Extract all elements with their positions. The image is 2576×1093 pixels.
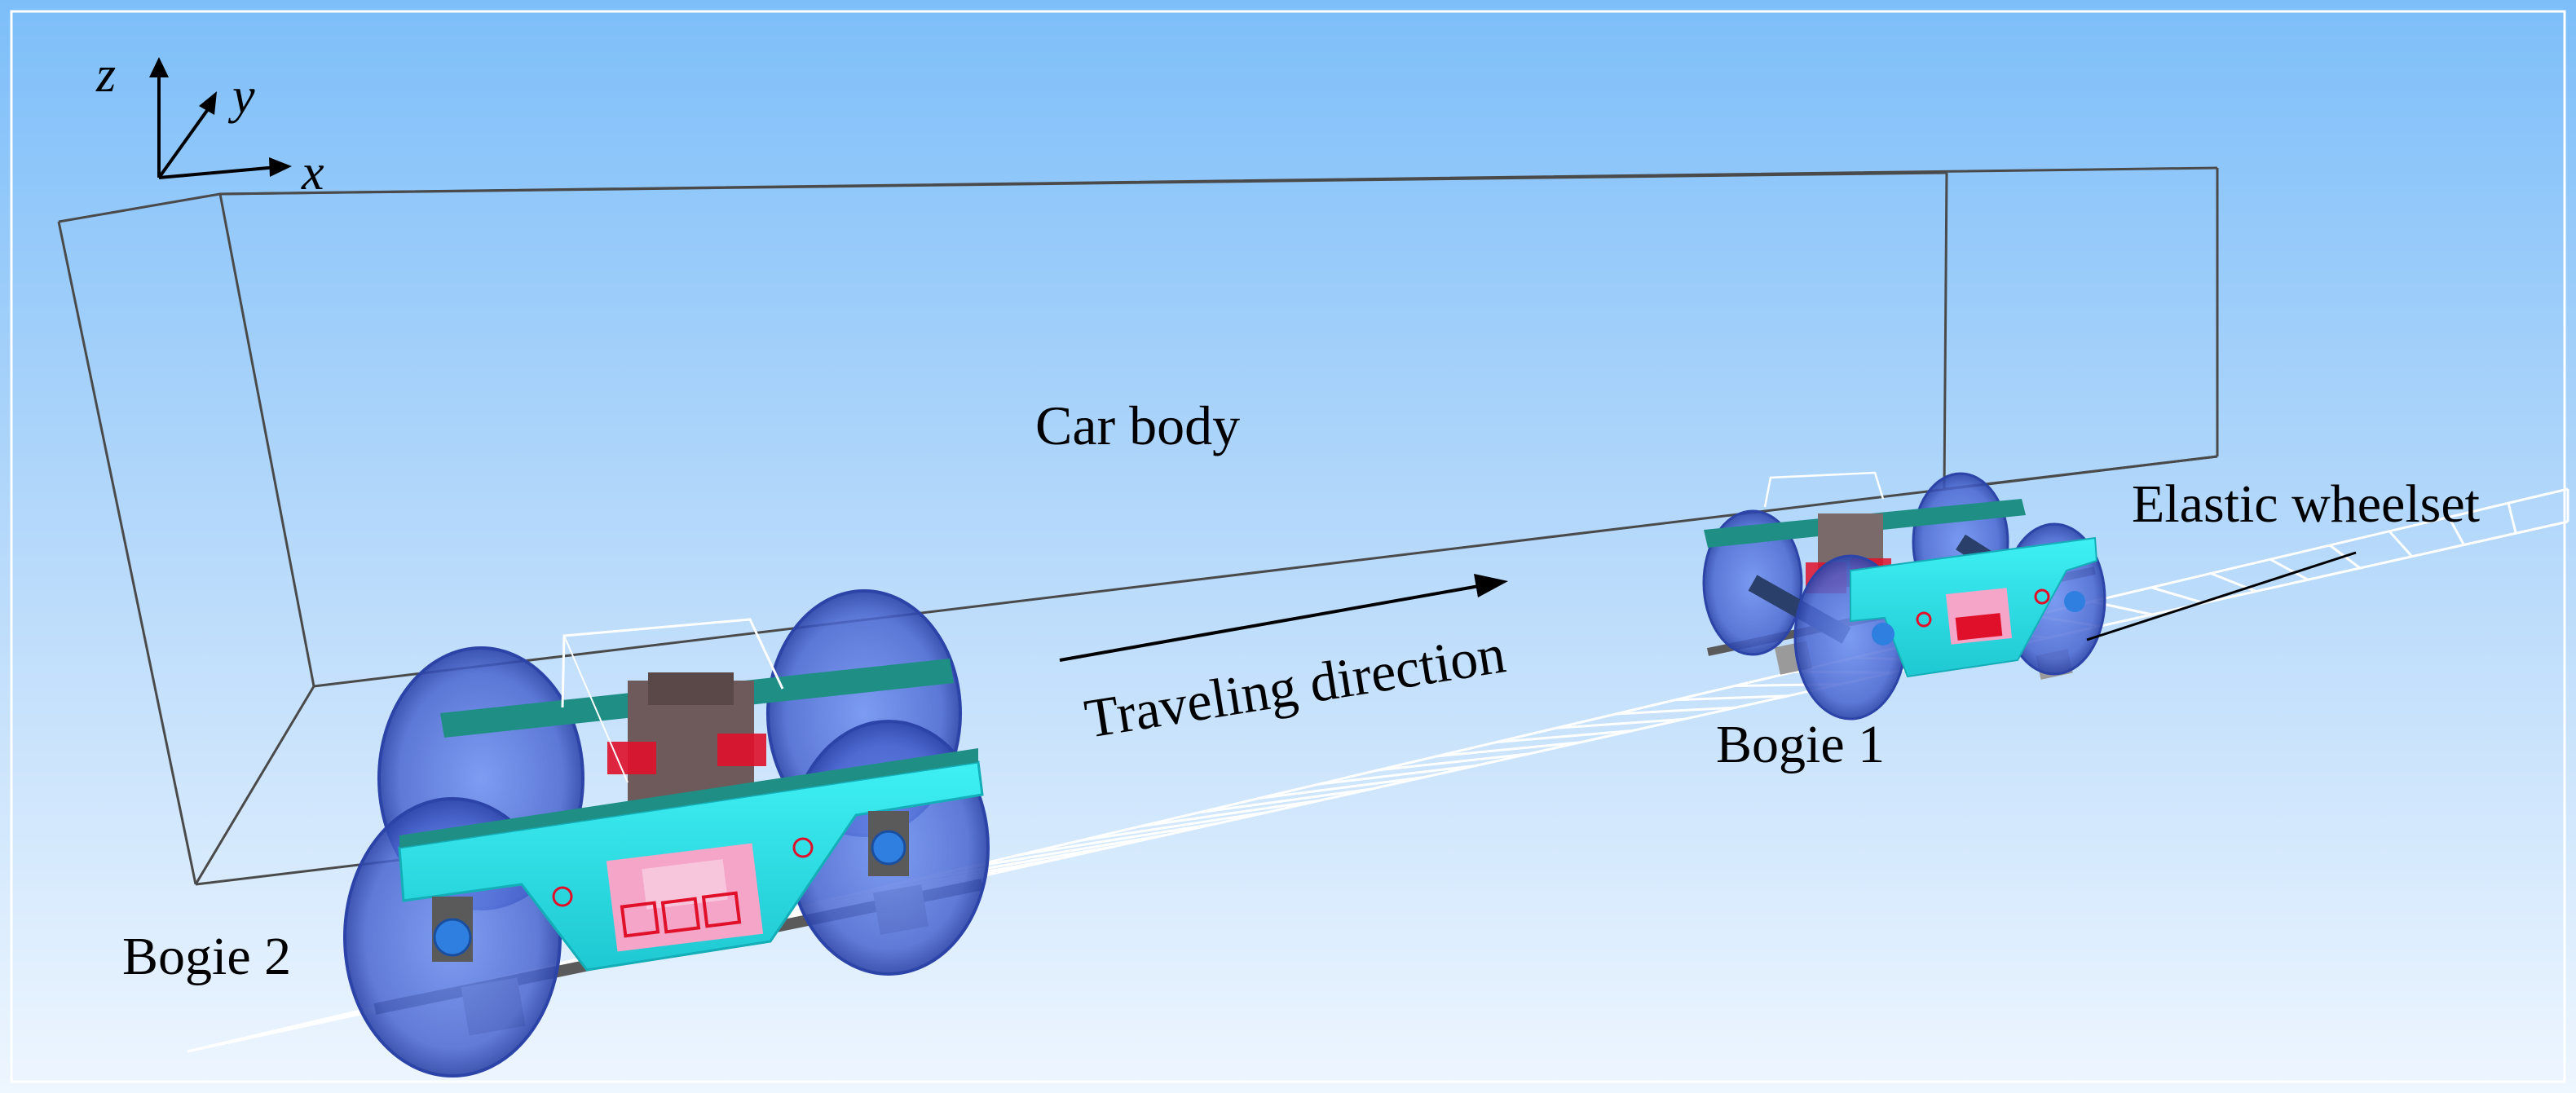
track-tie <box>1555 717 1685 729</box>
track-tie <box>1198 787 1374 814</box>
spring-pack <box>1955 613 2003 641</box>
track-tie <box>1139 799 1321 828</box>
bogie-2-label: Bogie 2 <box>122 927 291 986</box>
track-tie <box>2150 586 2205 605</box>
track-tie <box>2447 516 2465 546</box>
axle-box <box>2064 591 2085 612</box>
side-frame-lip <box>399 748 978 848</box>
track-tie <box>2507 502 2517 534</box>
track-tie <box>1079 810 1269 842</box>
axle-box-cap <box>871 830 906 866</box>
traveling-direction-arrow <box>1059 574 1508 662</box>
bogie-1-label: Bogie 1 <box>1716 715 1885 774</box>
track-tie <box>2388 530 2413 558</box>
spring-pack <box>607 742 656 774</box>
axle-box-cap <box>433 918 472 957</box>
track-tie <box>1496 729 1633 743</box>
spring-ring <box>792 837 814 858</box>
track-tie <box>1258 776 1425 800</box>
figure-border <box>10 10 2566 1083</box>
spring-pack <box>717 734 766 766</box>
elastic-wheelset-pointer <box>2086 551 2357 641</box>
axis-z-label: z <box>95 47 116 103</box>
axis-x-label: x <box>301 145 324 201</box>
bolster-top <box>648 672 734 705</box>
spring-coils <box>620 891 742 938</box>
axis-triad <box>149 57 292 179</box>
bogie-1 <box>1702 471 2106 721</box>
spring-ring <box>552 886 573 907</box>
axle-box <box>1872 623 1895 646</box>
bogie-2 <box>343 589 990 1078</box>
track-tie <box>1317 764 1477 786</box>
track-tie <box>1436 741 1581 758</box>
spring-ring <box>2034 588 2050 605</box>
track-tie <box>1020 822 1217 856</box>
track-tie <box>2269 558 2309 581</box>
track-tie <box>960 834 1166 870</box>
track-tie <box>1615 706 1737 716</box>
elastic-wheelset-label: Elastic wheelset <box>2132 474 2480 534</box>
bolster-wireframe <box>561 618 784 708</box>
car-body-label: Car body <box>1035 394 1240 456</box>
bolster-wireframe-edge <box>563 635 629 783</box>
bolster-wireframe <box>1763 471 1885 508</box>
track-tie <box>1377 752 1529 772</box>
track-tie <box>1674 694 1789 702</box>
spring-ring <box>1916 611 1932 628</box>
axis-y-label: y <box>227 68 255 124</box>
